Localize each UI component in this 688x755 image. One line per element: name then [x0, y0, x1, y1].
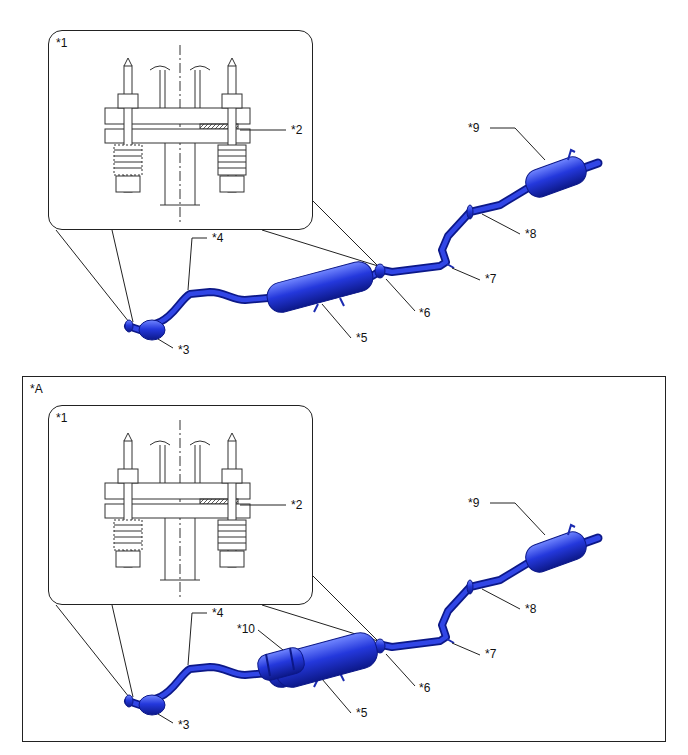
pipe-wall — [160, 143, 200, 205]
hanger — [314, 298, 344, 312]
nut — [118, 94, 138, 108]
nut — [222, 94, 242, 108]
variant-frame: *A *1 — [22, 376, 666, 742]
callout-tail — [112, 230, 133, 322]
callout-number: *7 — [484, 647, 497, 661]
nut — [220, 176, 244, 192]
callout-number: *A — [30, 382, 658, 396]
callout-number: *5 — [355, 331, 368, 345]
exhaust-system — [56, 45, 598, 348]
callout-bubble: *1 — [48, 30, 313, 230]
callout-number: *8 — [524, 602, 537, 616]
pipe-flare — [150, 66, 210, 70]
leader-line — [158, 339, 173, 348]
callout-number: *2 — [290, 123, 303, 137]
callout-number: *5 — [355, 706, 368, 720]
callout-number: *10 — [236, 622, 256, 636]
rear-muffler — [522, 153, 590, 201]
callout-tail — [56, 230, 129, 322]
callout-number: *6 — [418, 681, 431, 695]
manifold-converter — [139, 320, 165, 340]
leader-line — [482, 214, 520, 234]
leader-line — [240, 130, 286, 131]
leader-line — [158, 128, 545, 348]
stud-tip — [124, 58, 236, 66]
callout-number: *4 — [211, 606, 224, 620]
leader-line — [258, 630, 283, 650]
callout-number: *9 — [467, 121, 480, 135]
leader-line — [490, 128, 545, 160]
converter — [255, 645, 306, 682]
callout-number: *2 — [290, 498, 303, 512]
tail-tip — [584, 163, 598, 168]
callout-bubble: *1 — [48, 405, 313, 605]
leader-line — [452, 268, 480, 280]
callout-number: *1 — [56, 36, 305, 50]
callout-number: *6 — [418, 306, 431, 320]
callout-tail — [56, 200, 378, 322]
callout-number: *4 — [211, 231, 224, 245]
tail-pipe — [372, 188, 528, 276]
callout-number: *1 — [56, 411, 305, 425]
flange — [467, 205, 473, 219]
center-muffler — [264, 259, 376, 316]
flange — [125, 320, 133, 332]
callout-number: *3 — [177, 718, 190, 732]
hanger — [447, 264, 454, 268]
tail-pipe — [372, 188, 528, 276]
spring-coil — [114, 150, 246, 168]
leader-line — [386, 279, 415, 311]
pipe-wall — [160, 70, 200, 108]
callout-tail — [262, 230, 378, 266]
callout-number: *8 — [524, 227, 537, 241]
leader-line — [188, 238, 207, 290]
flange — [375, 264, 385, 278]
callout-number: *3 — [177, 343, 190, 357]
nut — [116, 176, 140, 192]
tail-tip — [584, 163, 598, 168]
callout-number: *9 — [467, 496, 480, 510]
flange-section — [105, 45, 250, 225]
callout-number: *7 — [484, 272, 497, 286]
hanger — [568, 150, 575, 160]
leader-line — [322, 304, 351, 338]
clamp — [266, 648, 294, 676]
exhaust-system — [56, 420, 598, 723]
